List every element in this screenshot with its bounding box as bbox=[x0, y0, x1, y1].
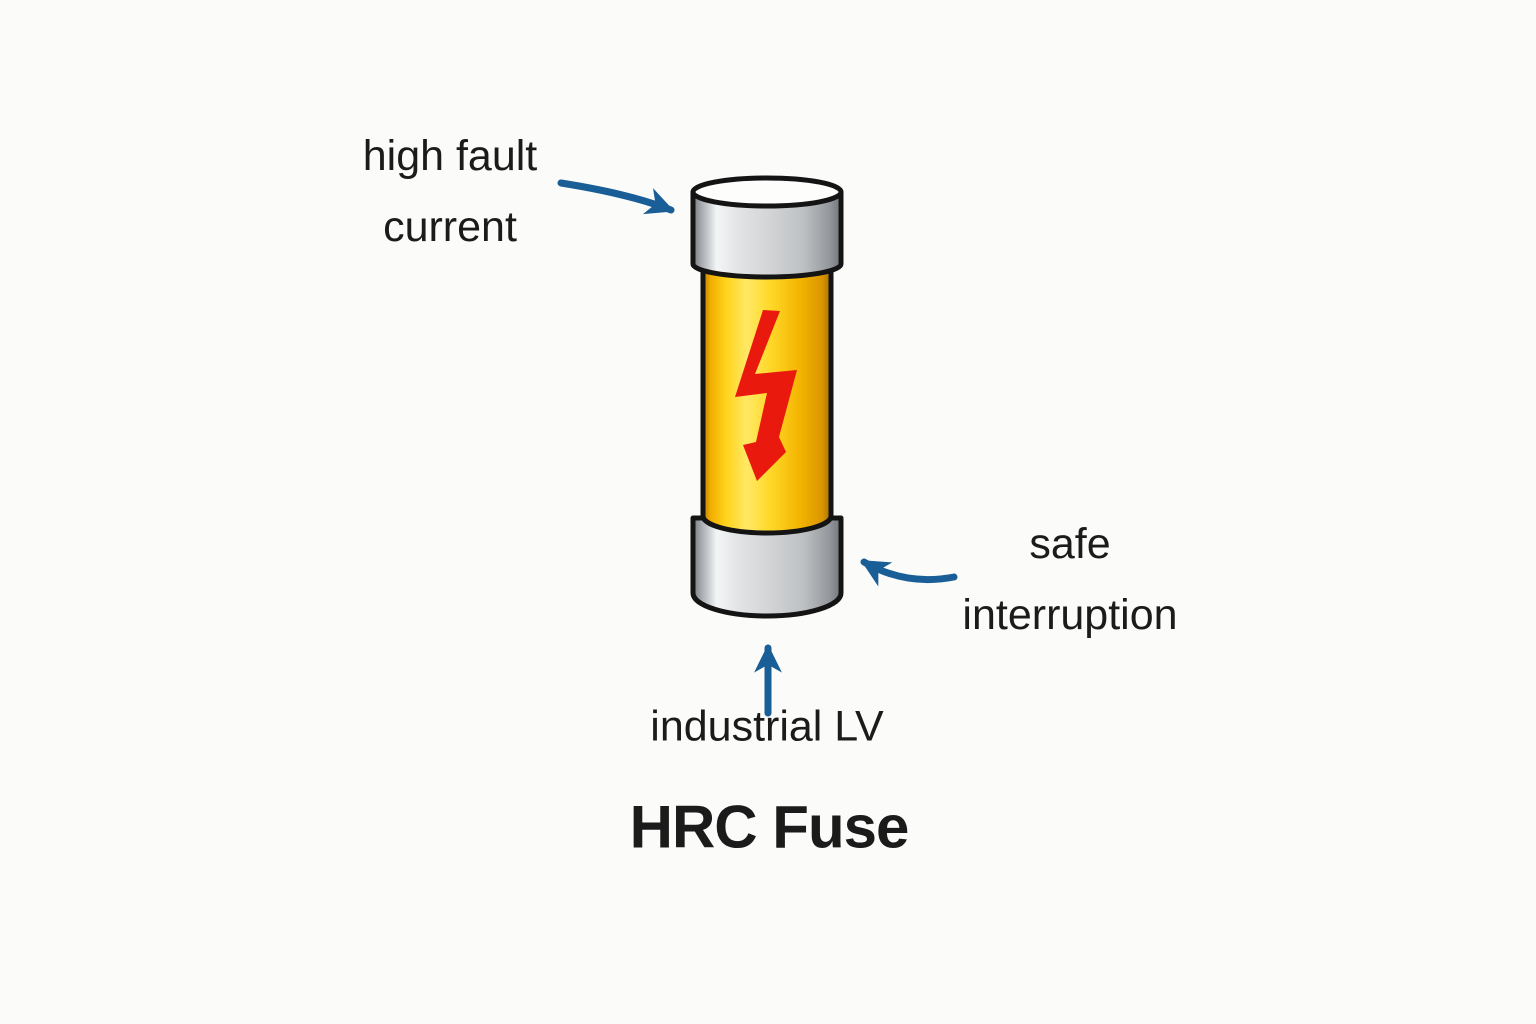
page-title: HRC Fuse bbox=[629, 793, 910, 861]
top-metal-cap bbox=[690, 175, 844, 280]
label-high-fault-current: high fault current bbox=[363, 121, 538, 263]
label-industrial-lv: industrial LV bbox=[650, 692, 883, 763]
bottom-metal-cap bbox=[690, 515, 844, 619]
lightning-bolt-icon bbox=[735, 310, 797, 481]
arrow-to-bottom-cap bbox=[860, 558, 958, 587]
label-line: safe bbox=[1029, 520, 1111, 568]
label-line: current bbox=[383, 203, 517, 251]
arrow-to-top-cap bbox=[557, 179, 675, 215]
label-line: industrial LV bbox=[650, 702, 884, 751]
label-safe-interruption: safe interruption bbox=[962, 509, 1177, 651]
label-line: high fault bbox=[362, 132, 538, 180]
label-line: interruption bbox=[962, 591, 1178, 639]
